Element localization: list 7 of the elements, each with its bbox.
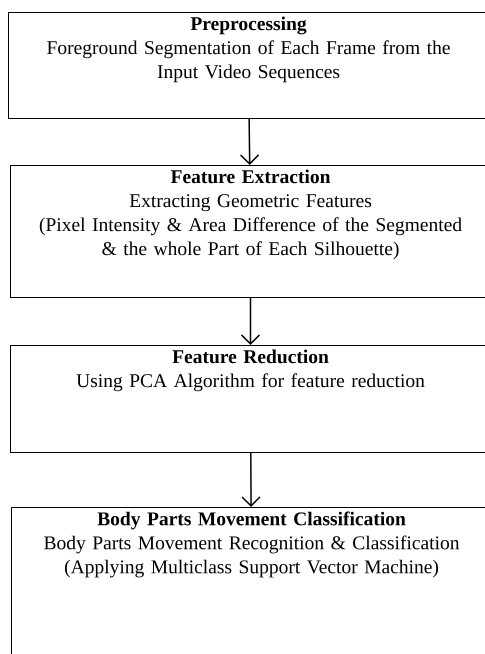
arrow xyxy=(240,119,260,165)
arrow xyxy=(242,453,261,507)
process-box: Preprocessing Foreground Segmentation of Each Frame from the Input Video Sequences xyxy=(8,12,485,119)
process-box: Body Parts Movement Classification Body Parts Movement Recognition & Classification (Applying Multiclass Support Vector Machine) xyxy=(11,507,485,654)
arrow xyxy=(240,298,260,345)
process-box: Feature Extraction Extracting Geometric Features (Pixel Intensity & Area Difference of the Segmented & the whole Part of Each Silhouette) xyxy=(10,165,485,298)
process-box: Feature Reduction Using PCA Algorithm for feature reduction xyxy=(10,345,485,453)
